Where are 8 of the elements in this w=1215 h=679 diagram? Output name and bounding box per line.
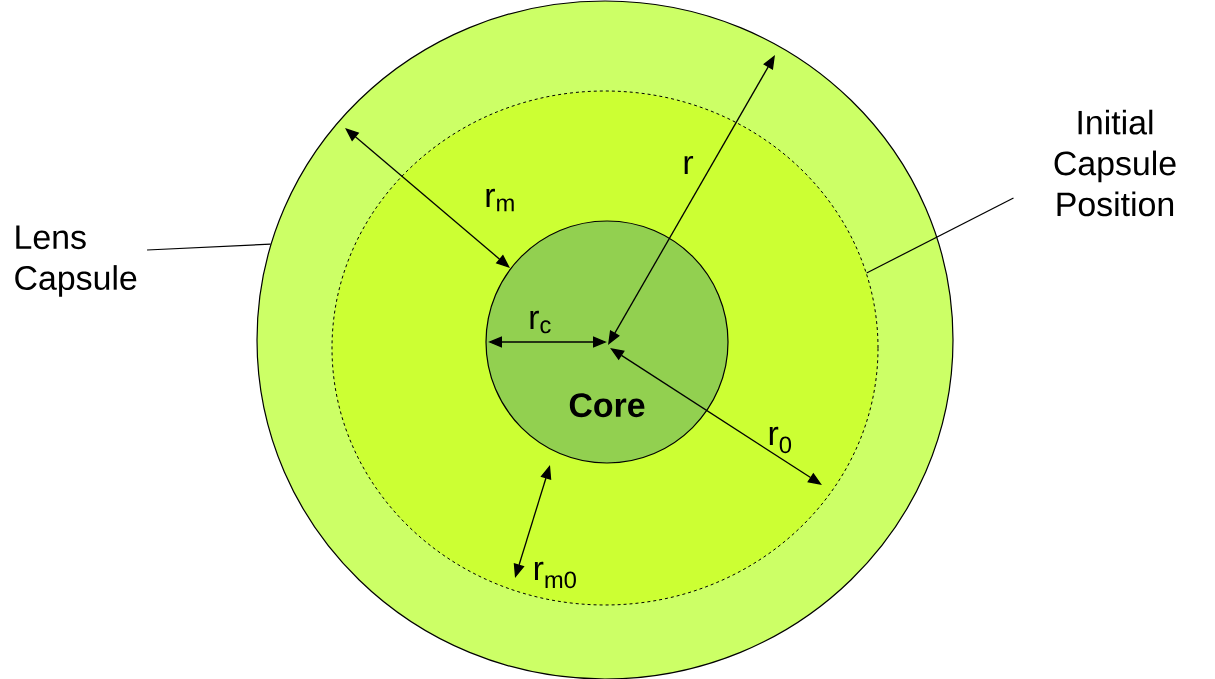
dimension-label: r$_{c}$: [530, 310, 551, 334]
dimension-label: r: [684, 155, 694, 175]
callout-text: Lens Capsule: [15, 225, 137, 297]
leader-line: [146, 243, 272, 251]
callout-text: Initial Capsule Position: [1054, 109, 1176, 217]
dimension-label: r$_{m0}$: [534, 561, 576, 589]
dimension-label: r$_{0}$: [769, 426, 792, 454]
leader-line: [866, 197, 1015, 274]
